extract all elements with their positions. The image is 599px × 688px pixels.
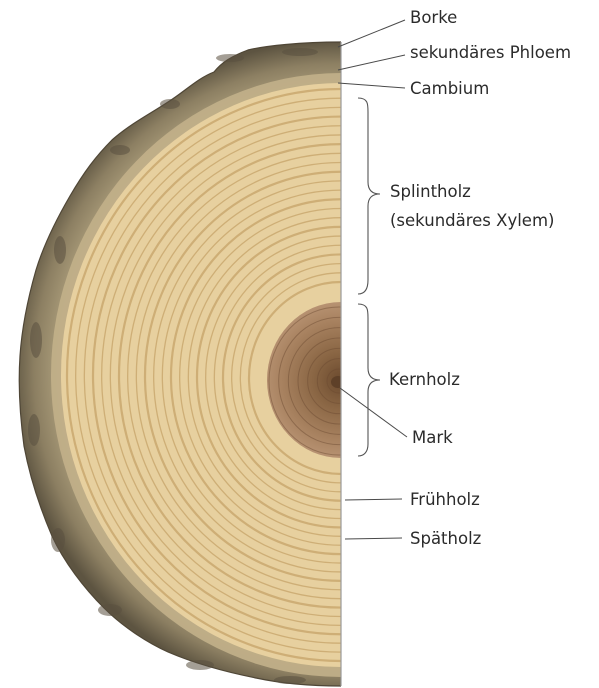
label-sekundaeres-xylem: (sekundäres Xylem) — [390, 211, 554, 230]
leader-phloem — [338, 55, 405, 70]
brace-splintholz — [358, 98, 380, 294]
label-borke: Borke — [410, 8, 457, 27]
label-sekundaeres-phloem: sekundäres Phloem — [410, 43, 571, 62]
pith — [331, 376, 345, 388]
label-kernholz: Kernholz — [389, 370, 460, 389]
brace-kernholz — [358, 304, 380, 456]
label-spaetholz: Spätholz — [410, 529, 481, 548]
leader-borke — [338, 20, 405, 47]
leader-spaetholz — [345, 538, 402, 539]
label-fruehholz: Frühholz — [410, 490, 480, 509]
label-cambium: Cambium — [410, 79, 489, 98]
leader-fruehholz — [345, 499, 402, 500]
leader-mark — [340, 388, 407, 437]
label-mark: Mark — [412, 428, 453, 447]
leader-cambium — [338, 83, 405, 88]
label-splintholz: Splintholz — [390, 182, 471, 201]
